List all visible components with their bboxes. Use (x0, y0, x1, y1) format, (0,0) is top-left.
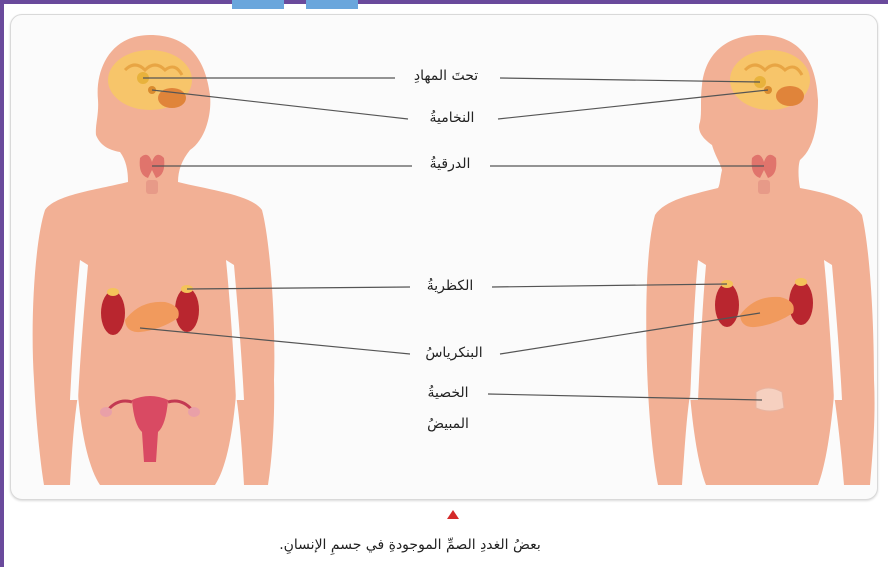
female-kidney-left (101, 291, 125, 335)
label-ovary: المبيضُ (427, 416, 469, 432)
label-pancreas: البنكرياسُ (425, 345, 482, 361)
female-trachea (146, 180, 158, 194)
female-ovary-left (100, 407, 112, 417)
female-kidney-right (175, 288, 199, 332)
male-kidney-left (715, 283, 739, 327)
label-hypothalamus: تحتَ المهادِ (414, 68, 478, 84)
figure-caption: بعضُ الغددِ الصمِّ الموجودةِ في جسمِ الإ… (279, 537, 541, 553)
male-trachea (758, 180, 770, 194)
male-kidney-right (789, 281, 813, 325)
male-figure (646, 35, 874, 485)
label-adrenal: الكظريةُ (427, 278, 474, 294)
female-ovary-right (188, 407, 200, 417)
female-figure (33, 35, 275, 485)
caption-marker-icon (447, 510, 459, 519)
label-thyroid: الدرقيةُ (430, 156, 471, 172)
male-cerebellum (776, 86, 804, 106)
label-pituitary: النخاميةُ (430, 110, 475, 126)
female-adrenal-left (107, 288, 119, 296)
male-adrenal-right (795, 278, 807, 286)
label-testis: الخصيةُ (427, 385, 468, 401)
